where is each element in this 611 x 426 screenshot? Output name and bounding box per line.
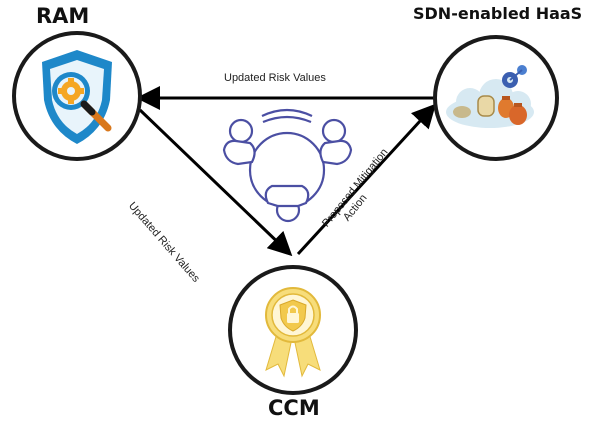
node-ccm [228, 265, 358, 395]
shield-gear-magnifier-icon [42, 50, 112, 144]
ccm-title: CCM [268, 396, 320, 420]
edge-ccm-to-haas [296, 103, 437, 256]
edge-ram-to-ccm [138, 108, 293, 257]
shield-lock-award-badge-icon [265, 287, 321, 378]
node-ram [12, 31, 142, 161]
edge-label-haas-to-ram: Updated Risk Values [224, 72, 326, 84]
haas-title: SDN-enabled HaaS [413, 4, 583, 23]
team-circle-icon [222, 108, 353, 223]
ram-title: RAM [36, 4, 90, 28]
node-haas [433, 35, 559, 161]
cloud-honeypot-gear-icon [446, 65, 534, 128]
